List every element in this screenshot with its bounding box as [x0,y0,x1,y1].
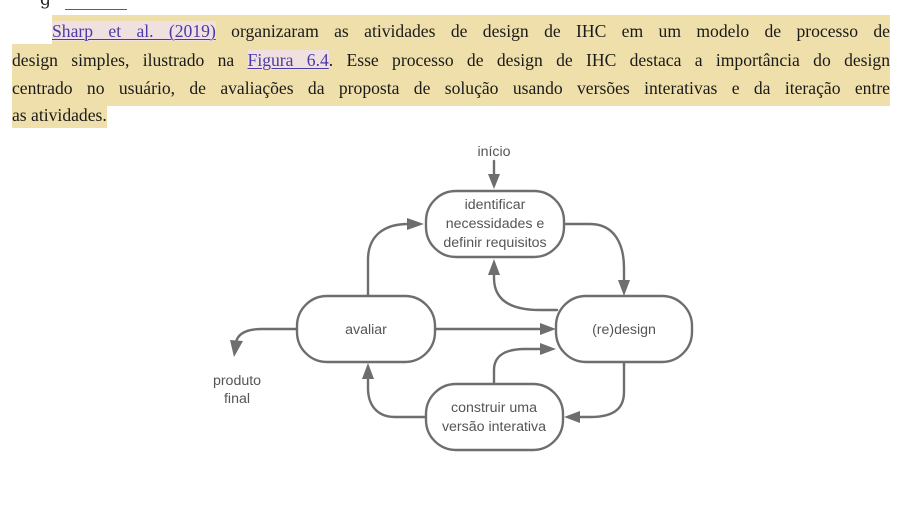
evaluate-to-final-line [234,327,299,344]
previous-line-fragment: g [40,0,127,10]
arrowhead-icon [618,280,630,296]
build-to-evaluate-line [366,374,428,419]
node-label: (re)design [592,322,656,338]
arrowhead-icon [230,340,243,357]
node-box [424,189,566,259]
node-box [424,382,565,452]
body-paragraph: Sharp et al. (2019) organizaram as ativi… [12,15,892,129]
line2-text-after: . Esse processo de design de IHC destaca… [328,49,891,70]
line2-text-before: design simples, ilustrado na [12,49,248,70]
redesign-to-build-line [576,360,626,419]
node-label: avaliar [345,322,387,338]
node-label-line-3: definir requisitos [443,235,546,251]
paragraph-line-3: centrado no usuário, de avaliações da pr… [12,72,890,106]
node-label-line-1: construir uma [451,400,537,416]
end-label-line-1: produto [213,373,261,389]
node-build-interactive-version: construir uma versão interativa [424,382,565,452]
identify-to-redesign-line [563,222,626,285]
arrowhead-icon [564,411,580,423]
paragraph-line-2: design simples, ilustrado na Figura 6.4.… [12,43,890,77]
arrowhead-icon [540,323,556,335]
node-box [554,294,694,364]
redesign-to-identify-line [492,270,559,312]
connector-lines [234,159,626,419]
arrowhead-icon [407,218,424,230]
node-redesign: (re)design [554,294,694,364]
highlighted-text: Sharp et al. (2019) organizaram as ativi… [52,15,890,49]
line3-text: centrado no usuário, de avaliações da pr… [12,78,890,98]
arrowheads [230,174,630,423]
arrowhead-icon [362,363,374,379]
build-to-redesign-line [492,347,545,386]
previous-line-link[interactable] [64,0,127,10]
citation-link-sharp-2019[interactable]: Sharp et al. (2019) [52,21,216,41]
previous-line-text: g [40,0,51,10]
paragraph-line-1: Sharp et al. (2019) organizaram as ativi… [12,15,890,49]
node-label-line-2: versão interativa [442,419,546,435]
figure-6-4-link[interactable]: Figura 6.4 [247,49,329,70]
paragraph-line-4: as atividades. [12,101,892,130]
highlighted-text: centrado no usuário, de avaliações da pr… [12,72,890,106]
line1-text: organizaram as atividades de design de I… [215,21,890,41]
line4-text: as atividades. [12,102,107,128]
node-label-line-1: identificar [465,197,526,213]
node-identify-requirements: identificar necessidades e definir requi… [424,189,566,259]
end-label-line-2: final [224,391,250,407]
highlighted-text: design simples, ilustrado na Figura 6.4.… [12,43,891,77]
node-box [295,294,437,364]
arrowhead-icon [488,259,500,275]
arrowhead-icon [488,174,500,189]
evaluate-to-identify-line [366,222,410,298]
node-evaluate: avaliar [295,294,437,364]
node-label-line-2: necessidades e [446,216,545,232]
arrowhead-icon [540,343,556,355]
start-label: início [477,144,510,160]
